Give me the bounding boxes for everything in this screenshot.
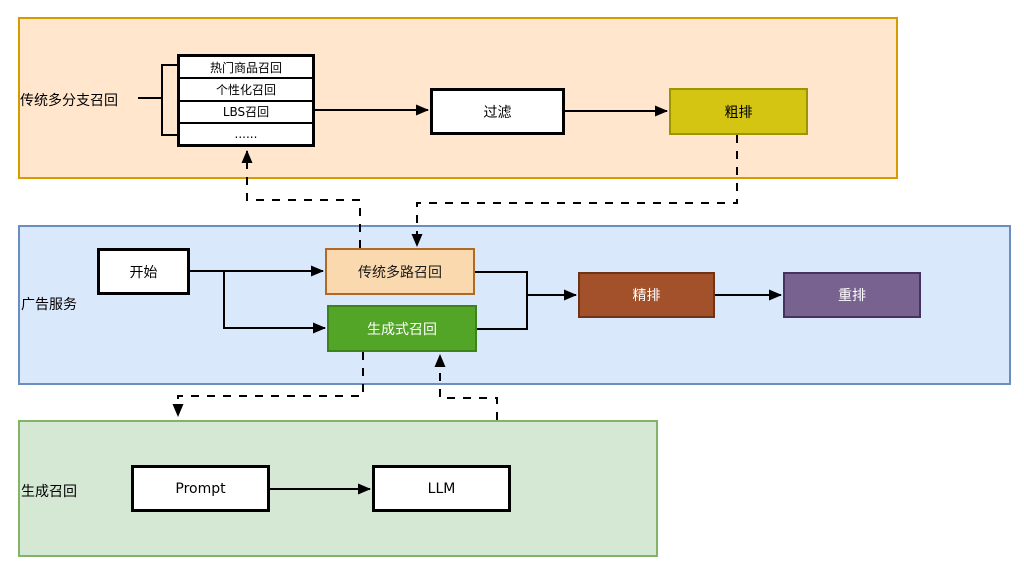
- generative-recall-node: 生成式召回: [327, 305, 477, 352]
- stack-row-ellipsis: ......: [180, 121, 312, 144]
- llm-node: LLM: [372, 465, 511, 512]
- prompt-node: Prompt: [131, 465, 270, 512]
- start-node: 开始: [97, 248, 190, 295]
- filter-node: 过滤: [430, 88, 565, 135]
- ad-service-section-label: 广告服务: [21, 297, 77, 313]
- recall-branch-stack: 热门商品召回 个性化召回 LBS召回 ......: [177, 54, 315, 147]
- re-ranking-node: 重排: [783, 272, 921, 318]
- stack-row-lbs-recall: LBS召回: [180, 99, 312, 122]
- generative-recall-section-label: 生成召回: [21, 484, 77, 500]
- stack-row-hot-items-recall: 热门商品召回: [209, 60, 282, 75]
- generative-recall-section: [18, 420, 658, 557]
- traditional-multibranch-section-label: 传统多分支召回: [20, 93, 118, 109]
- traditional-multiway-recall-node: 传统多路召回: [325, 248, 475, 295]
- stack-row-personalized-recall: 个性化召回: [180, 77, 312, 99]
- fine-ranking-node: 精排: [578, 272, 715, 318]
- coarse-ranking-node: 粗排: [669, 88, 808, 135]
